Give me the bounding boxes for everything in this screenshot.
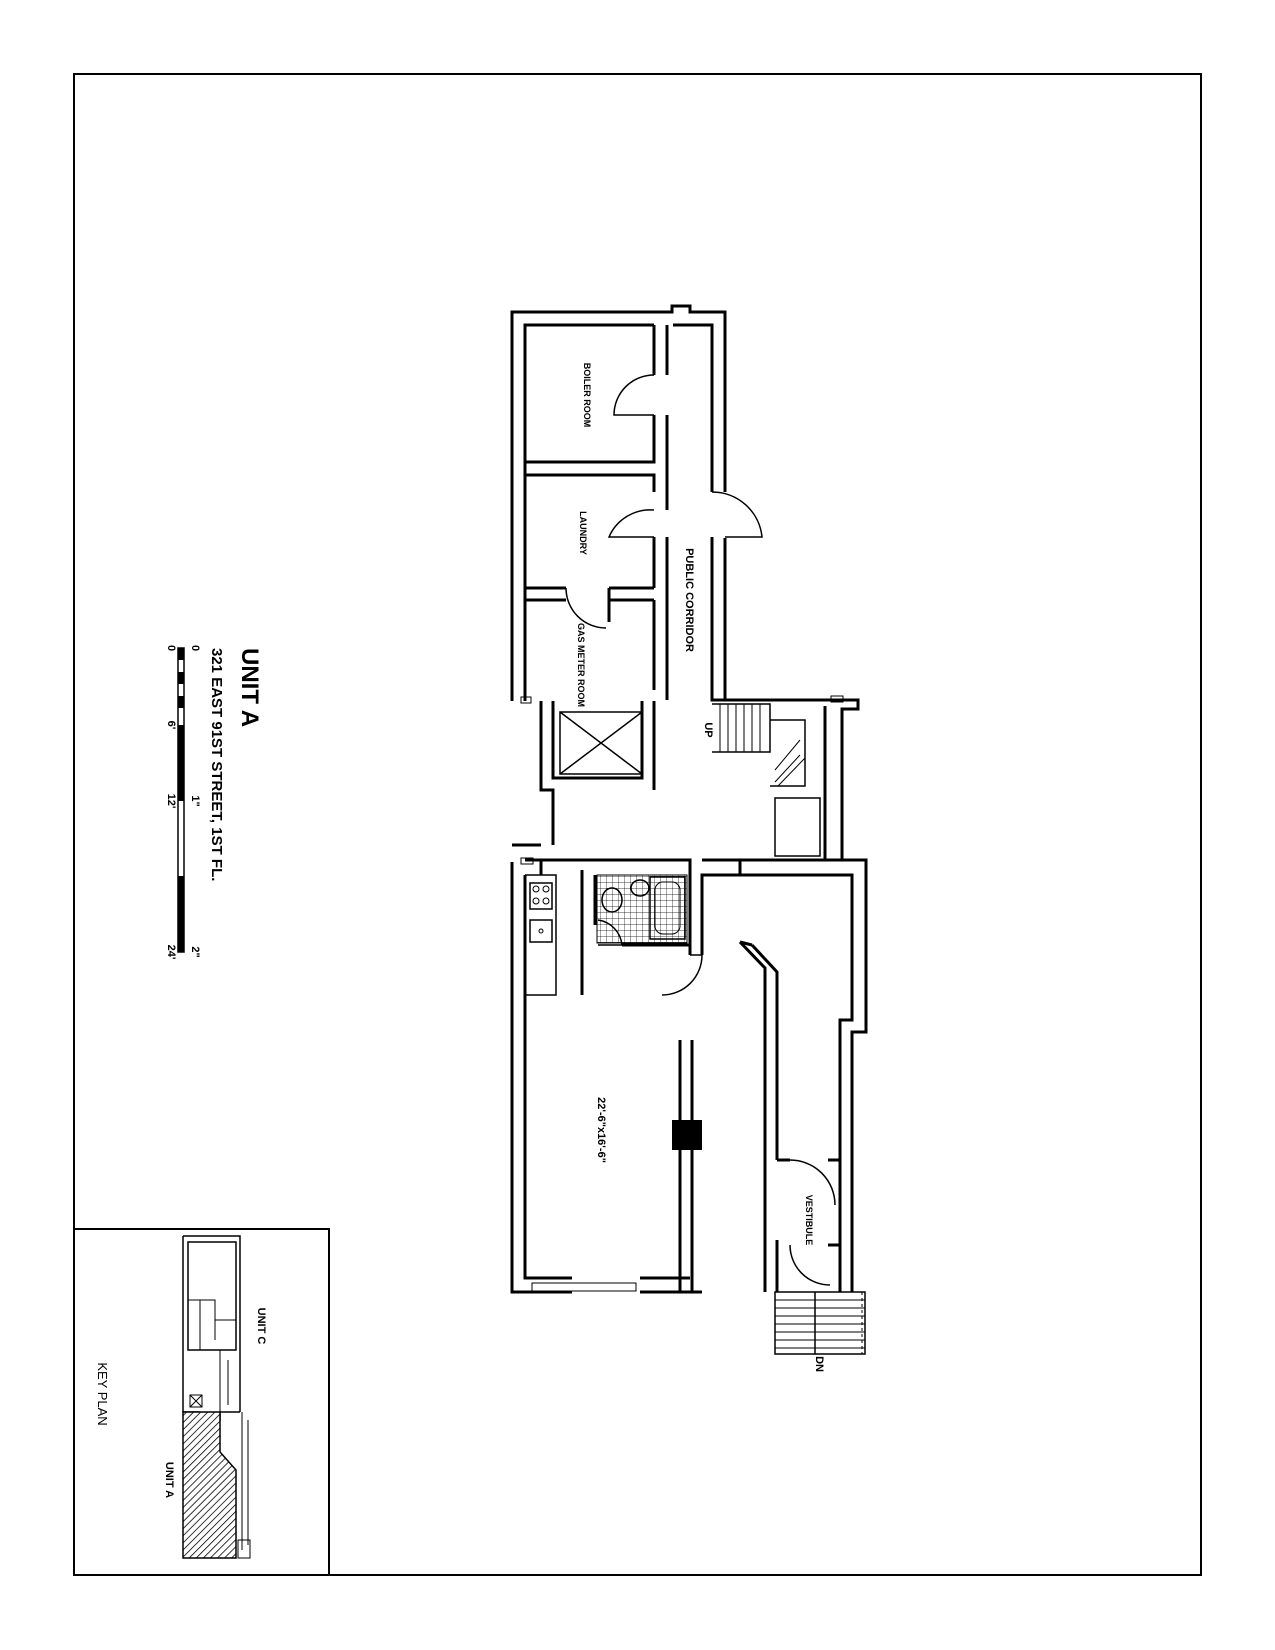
- gas-meter-room-label: GAS METER ROOM: [576, 623, 586, 707]
- scale-bar: 0 6' 12' 24' 0 1" 2": [165, 645, 201, 960]
- dn-label: DN: [813, 1356, 825, 1372]
- key-plan-unit-a-label: UNIT A: [163, 1462, 175, 1498]
- address-title: 321 EAST 91ST STREET, 1ST FL.: [208, 648, 225, 881]
- key-plan: KEY PLAN UNIT C UNIT A: [95, 1235, 267, 1559]
- public-corridor-label: PUBLIC CORRIDOR: [683, 548, 695, 652]
- boiler-room-label: BOILER ROOM: [582, 363, 592, 428]
- key-plan-title: KEY PLAN: [95, 1362, 110, 1425]
- key-plan-unit-c-label: UNIT C: [255, 1308, 267, 1345]
- sheet-border: [73, 73, 1202, 1576]
- scale-tick-2-in: 2": [189, 946, 201, 957]
- scale-tick-24-ft: 24': [165, 945, 177, 960]
- living-room-dimensions: 22'-6"x16'-6": [595, 1097, 607, 1163]
- vestibule-label: VESTIBULE: [804, 1195, 814, 1246]
- title-block: UNIT A 321 EAST 91ST STREET, 1ST FL.: [208, 648, 263, 881]
- unit-title: UNIT A: [236, 648, 263, 727]
- scale-tick-1-in: 1": [189, 795, 201, 806]
- laundry-label: LAUNDRY: [578, 511, 588, 555]
- scale-tick-0-in: 0: [189, 645, 201, 651]
- scale-tick-12-ft: 12': [165, 794, 177, 809]
- key-plan-box: [73, 1228, 330, 1576]
- scale-tick-0-ft: 0: [165, 645, 177, 651]
- up-label: UP: [702, 722, 714, 737]
- scale-tick-6-ft: 6': [165, 721, 177, 730]
- floor-plan: BOILER ROOM LAUNDRY GAS METER ROOM PUBLI…: [510, 304, 868, 1372]
